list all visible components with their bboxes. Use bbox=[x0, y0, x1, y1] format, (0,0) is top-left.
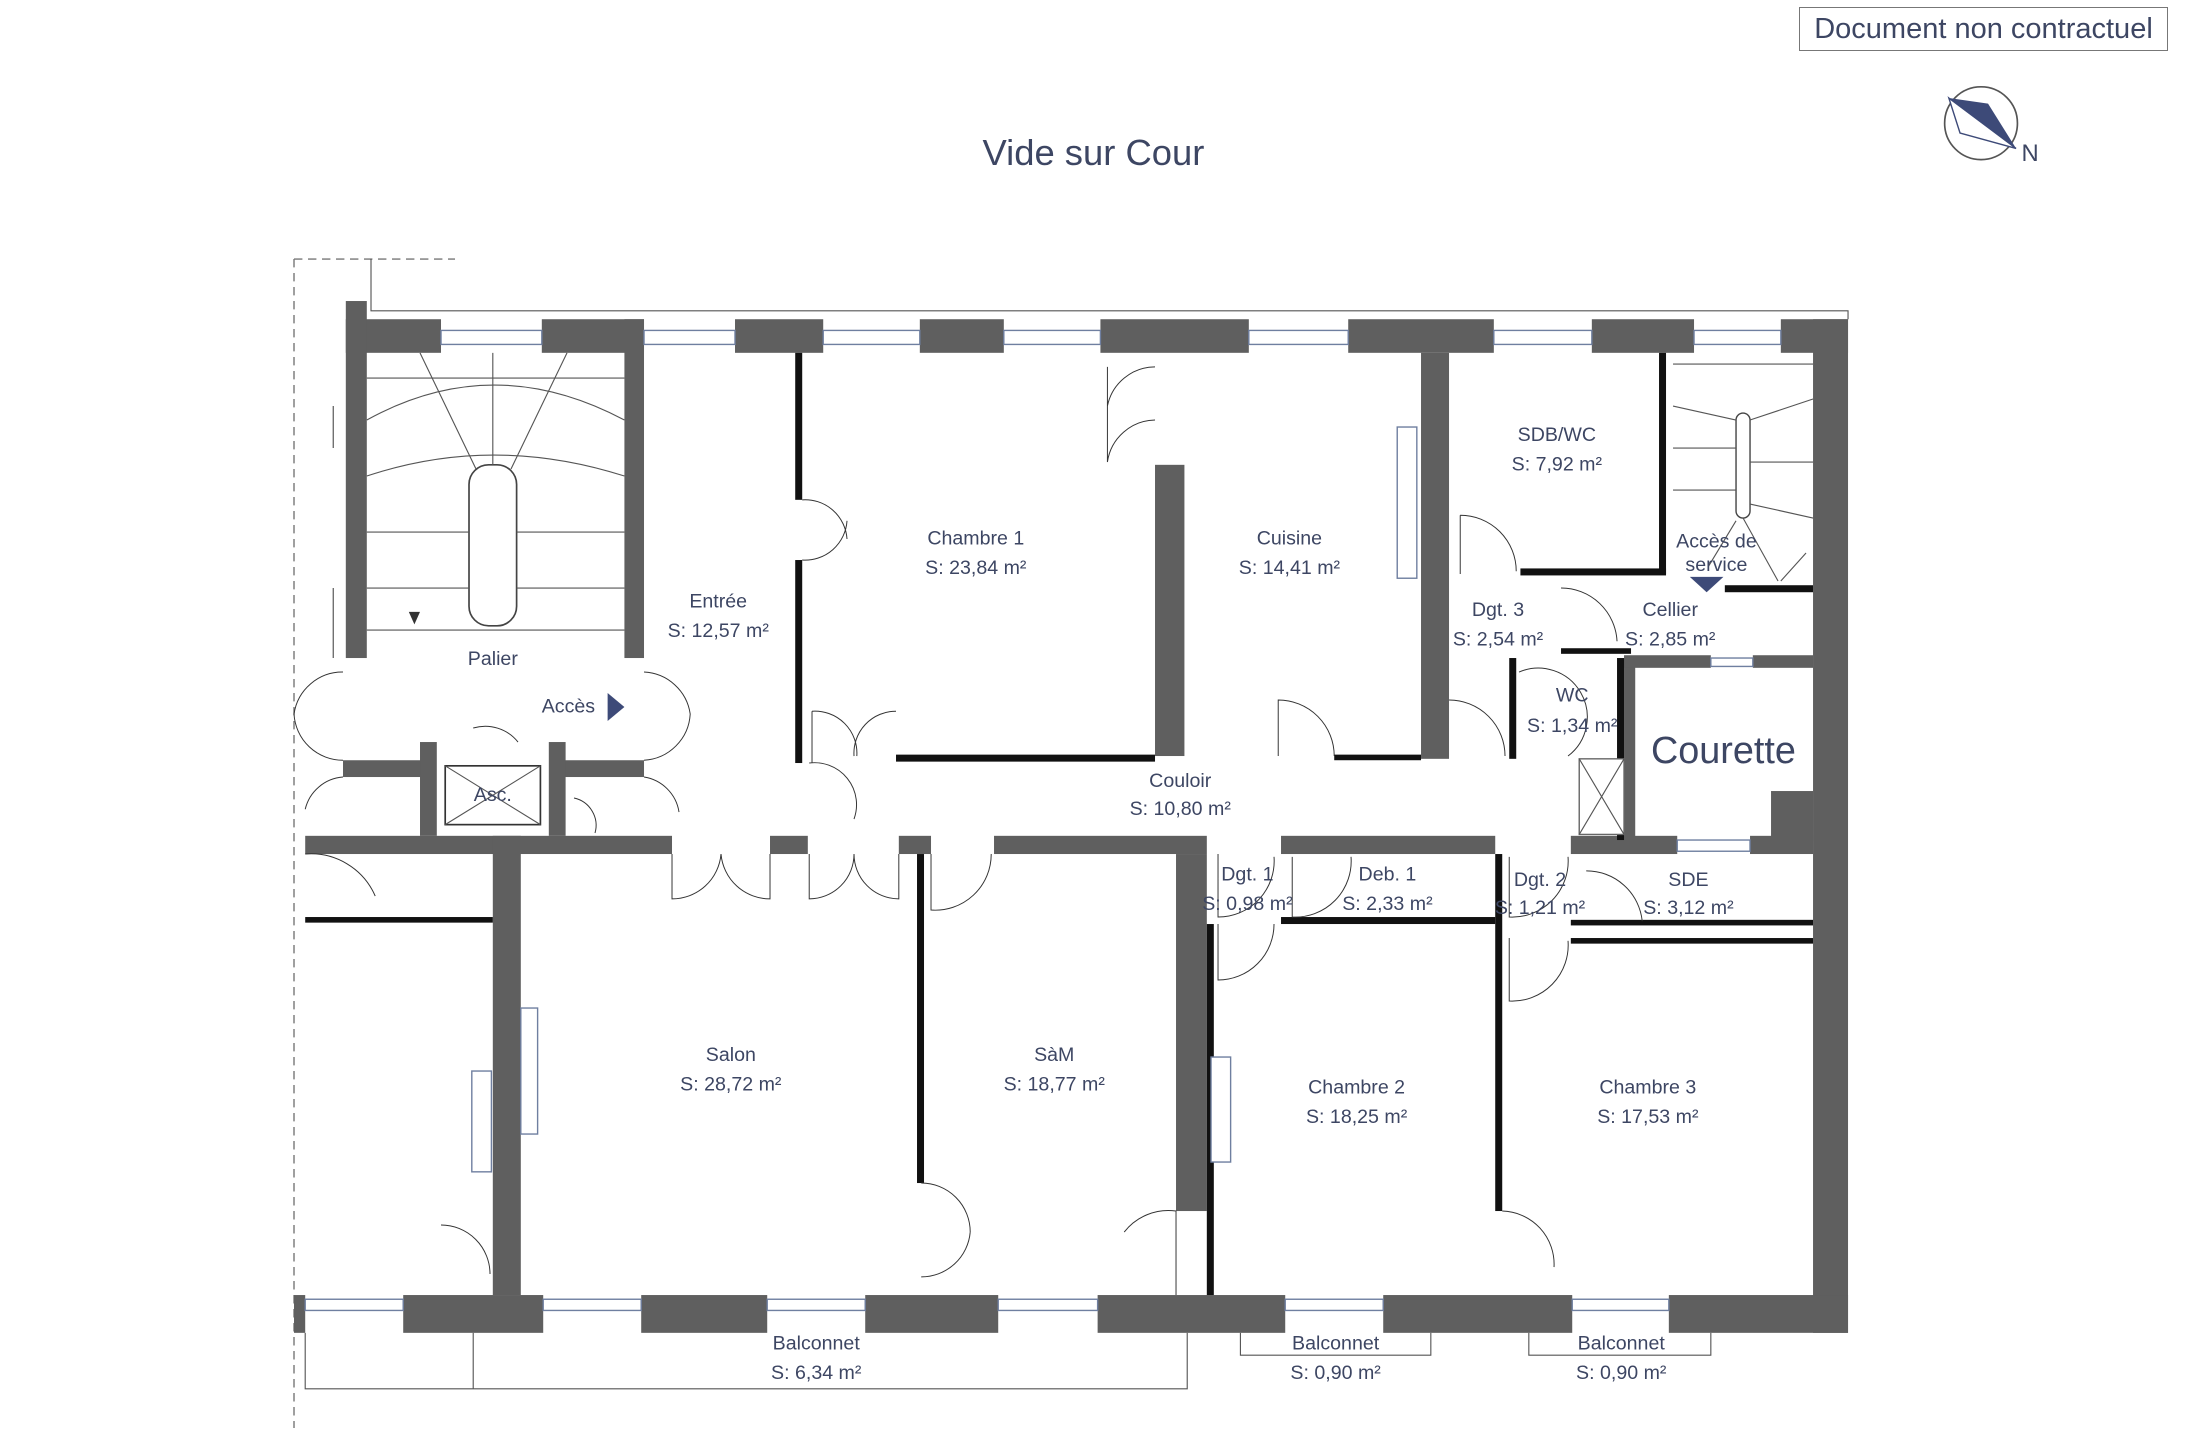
main-staircase bbox=[366, 352, 625, 631]
room-chambre2-area: S: 18,25 m² bbox=[1306, 1106, 1408, 1128]
shaft bbox=[1578, 758, 1625, 836]
room-deb1-area: S: 2,33 m² bbox=[1342, 893, 1433, 915]
room-salon-area: S: 28,72 m² bbox=[680, 1074, 782, 1096]
room-couloir-name: Couloir bbox=[1149, 770, 1212, 792]
room-sam-area: S: 18,77 m² bbox=[1004, 1074, 1106, 1096]
room-acces-name: Accès bbox=[542, 696, 596, 718]
room-chambre1-name: Chambre 1 bbox=[927, 528, 1024, 550]
acces-service-line2: service bbox=[1685, 554, 1747, 576]
room-salon-name: Salon bbox=[706, 1044, 756, 1066]
balconnet1-name: Balconnet bbox=[773, 1333, 861, 1355]
room-cellier-area: S: 2,85 m² bbox=[1625, 628, 1716, 650]
balconnet1-area: S: 6,34 m² bbox=[771, 1362, 862, 1384]
room-entree-area: S: 12,57 m² bbox=[668, 620, 770, 642]
room-dgt3-name: Dgt. 3 bbox=[1472, 599, 1524, 621]
room-cuisine-area: S: 14,41 m² bbox=[1239, 557, 1341, 579]
dashed-boundary bbox=[293, 258, 1849, 1429]
compass-icon bbox=[1943, 85, 2019, 161]
room-dgt2-name: Dgt. 2 bbox=[1514, 869, 1566, 891]
disclaimer-box: Document non contractuel bbox=[1799, 7, 2168, 51]
room-entree-name: Entrée bbox=[689, 591, 747, 613]
room-cuisine-name: Cuisine bbox=[1257, 528, 1322, 550]
entrance-arrow-icon bbox=[607, 693, 625, 722]
north-label: N bbox=[2021, 140, 2038, 167]
room-chambre3-area: S: 17,53 m² bbox=[1597, 1106, 1699, 1128]
room-sde-name: SDE bbox=[1668, 869, 1708, 891]
room-dgt3-area: S: 2,54 m² bbox=[1453, 628, 1544, 650]
room-cellier-name: Cellier bbox=[1642, 599, 1698, 621]
doors bbox=[293, 366, 1643, 1296]
room-dgt1-area: S: 0,98 m² bbox=[1202, 893, 1293, 915]
room-sde-area: S: 3,12 m² bbox=[1643, 897, 1734, 919]
balconnet2-area: S: 0,90 m² bbox=[1290, 1362, 1381, 1384]
room-wc-name: WC bbox=[1556, 684, 1589, 706]
room-couloir-area: S: 10,80 m² bbox=[1130, 798, 1232, 820]
balconnet2-name: Balconnet bbox=[1292, 1333, 1380, 1355]
balconies bbox=[304, 1332, 1712, 1390]
acces-service-line1: Accès de bbox=[1676, 530, 1757, 552]
room-dgt1-name: Dgt. 1 bbox=[1221, 864, 1273, 886]
service-staircase bbox=[1672, 363, 1814, 582]
room-chambre3-name: Chambre 3 bbox=[1599, 1076, 1696, 1098]
windows bbox=[304, 329, 1782, 1312]
room-sam-name: SàM bbox=[1034, 1044, 1074, 1066]
service-entrance-arrow-icon bbox=[1689, 576, 1724, 593]
room-chambre2-name: Chambre 2 bbox=[1308, 1076, 1405, 1098]
plan-title: Vide sur Cour bbox=[983, 132, 1205, 173]
room-asc-name: Asc. bbox=[474, 784, 512, 806]
walls bbox=[294, 301, 1849, 1333]
room-deb1-name: Deb. 1 bbox=[1359, 864, 1417, 886]
balconnet3-name: Balconnet bbox=[1578, 1333, 1666, 1355]
room-wc-area: S: 1,34 m² bbox=[1527, 715, 1618, 737]
room-courette-name: Courette bbox=[1651, 730, 1796, 772]
room-chambre1-area: S: 23,84 m² bbox=[925, 557, 1027, 579]
elevator-icon bbox=[444, 764, 542, 826]
room-palier-name: Palier bbox=[468, 648, 519, 670]
room-sdbwc-area: S: 7,92 m² bbox=[1512, 453, 1603, 475]
balconnet3-area: S: 0,90 m² bbox=[1576, 1362, 1667, 1384]
room-dgt2-area: S: 1,21 m² bbox=[1495, 897, 1586, 919]
room-labels: Palier Accès Asc. Entrée S: 12,57 m² Cha… bbox=[468, 424, 1796, 1384]
room-sdbwc-name: SDB/WC bbox=[1518, 424, 1596, 446]
